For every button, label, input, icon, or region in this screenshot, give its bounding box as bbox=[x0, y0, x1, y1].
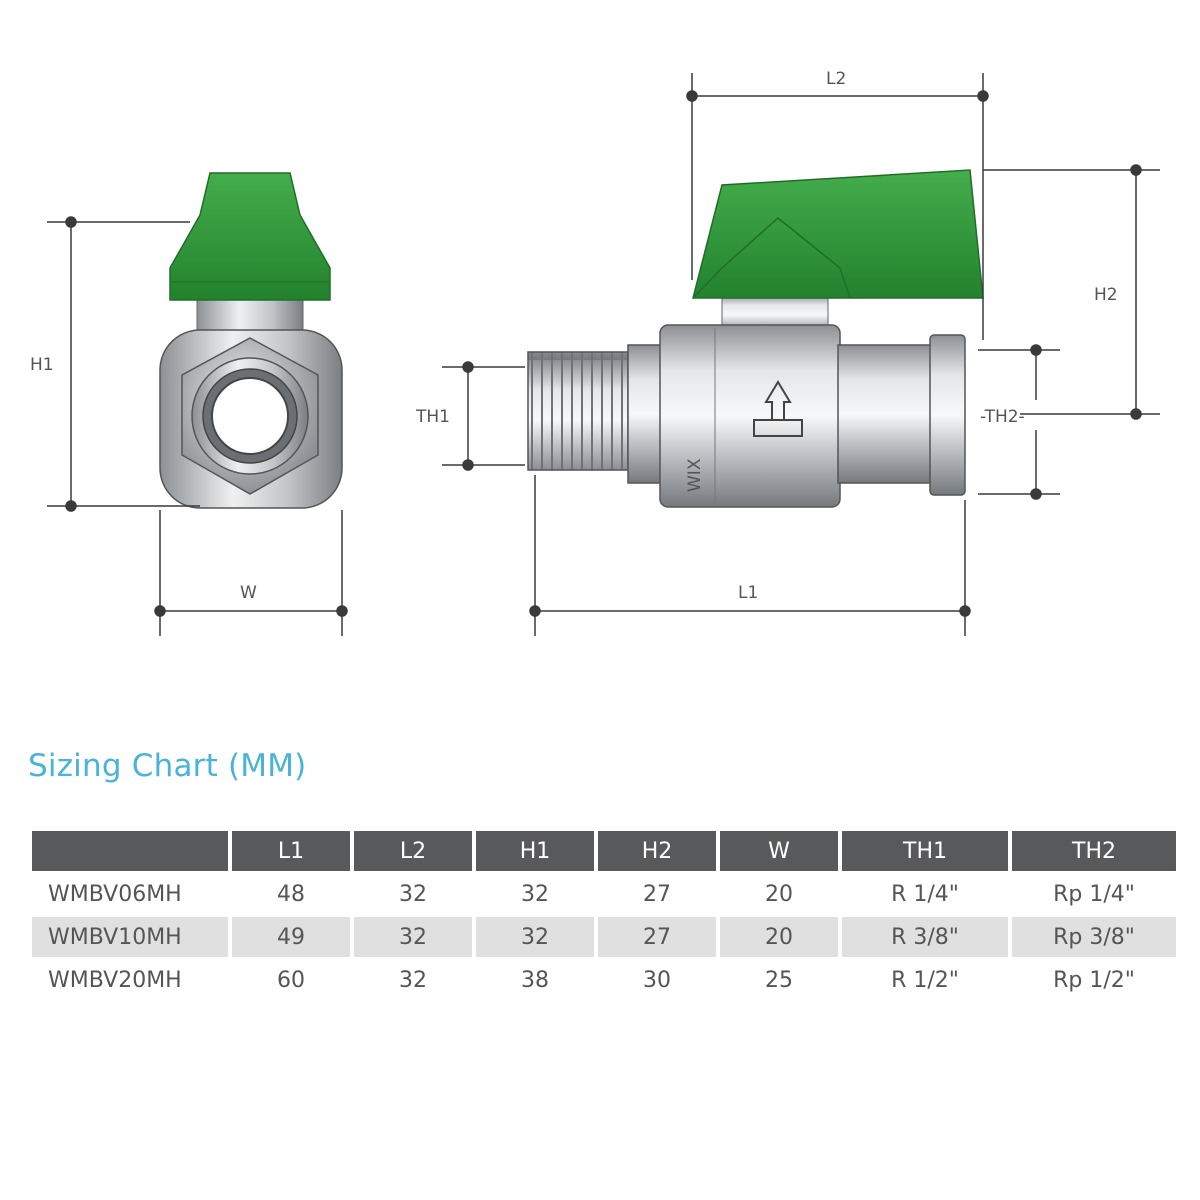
table-cell: 32 bbox=[354, 917, 472, 957]
table-cell: 32 bbox=[476, 917, 594, 957]
model-cell: WMBV10MH bbox=[32, 917, 228, 957]
column-header: L2 bbox=[354, 831, 472, 871]
table-cell: Rp 3/8" bbox=[1012, 917, 1176, 957]
side-view-valve-icon bbox=[527, 169, 984, 508]
body-mark-text: WIX bbox=[685, 458, 705, 492]
label-l2: L2 bbox=[826, 69, 846, 89]
table-row: WMBV10MH 49 32 32 27 20 R 3/8" Rp 3/8" bbox=[32, 917, 1176, 957]
valve-dimension-drawing: WIX bbox=[30, 69, 1160, 636]
label-th1: TH1 bbox=[415, 407, 450, 427]
dimension-labels: H1 W L2 H2 TH1 -TH2- L1 bbox=[30, 69, 1118, 603]
model-cell: WMBV06MH bbox=[48, 881, 182, 907]
column-header: H2 bbox=[598, 831, 716, 871]
column-header: H1 bbox=[476, 831, 594, 871]
table-cell: 49 bbox=[232, 917, 350, 957]
dimension-lines bbox=[47, 73, 1160, 636]
table-cell: 32 bbox=[399, 967, 427, 993]
sizing-chart-title: Sizing Chart (MM) bbox=[28, 748, 307, 784]
table-cell: 32 bbox=[521, 881, 549, 907]
table-cell: 27 bbox=[598, 917, 716, 957]
column-header: TH1 bbox=[842, 831, 1008, 871]
model-cell: WMBV20MH bbox=[48, 967, 182, 993]
table-cell: R 1/4" bbox=[891, 881, 959, 907]
label-w: W bbox=[240, 583, 257, 603]
table-row: WMBV20MH 60 32 38 30 25 R 1/2" Rp 1/2" bbox=[32, 960, 1176, 1000]
label-h1: H1 bbox=[30, 355, 54, 375]
column-header: L1 bbox=[232, 831, 350, 871]
table-cell: 48 bbox=[277, 881, 305, 907]
sizing-chart-table: L1 L2 H1 H2 W TH1 TH2 WMBV06MH 48 32 32 … bbox=[28, 828, 1180, 1003]
table-cell: 60 bbox=[277, 967, 305, 993]
table-cell: 30 bbox=[643, 967, 671, 993]
column-header bbox=[32, 831, 228, 871]
table-cell: 27 bbox=[643, 881, 671, 907]
table-row: WMBV06MH 48 32 32 27 20 R 1/4" Rp 1/4" bbox=[32, 874, 1176, 914]
label-th2: -TH2- bbox=[980, 407, 1025, 427]
table-cell: 20 bbox=[720, 917, 838, 957]
table-cell: Rp 1/2" bbox=[1053, 967, 1135, 993]
table-header-row: L1 L2 H1 H2 W TH1 TH2 bbox=[32, 831, 1176, 871]
table-cell: 32 bbox=[399, 881, 427, 907]
table-cell: R 3/8" bbox=[842, 917, 1008, 957]
label-h2: H2 bbox=[1094, 285, 1118, 305]
label-l1: L1 bbox=[738, 583, 758, 603]
table-cell: 25 bbox=[765, 967, 793, 993]
front-view-valve-icon bbox=[159, 172, 343, 509]
table-cell: R 1/2" bbox=[891, 967, 959, 993]
table-cell: Rp 1/4" bbox=[1053, 881, 1135, 907]
table-cell: 20 bbox=[765, 881, 793, 907]
column-header: W bbox=[720, 831, 838, 871]
table-cell: 38 bbox=[521, 967, 549, 993]
column-header: TH2 bbox=[1012, 831, 1176, 871]
